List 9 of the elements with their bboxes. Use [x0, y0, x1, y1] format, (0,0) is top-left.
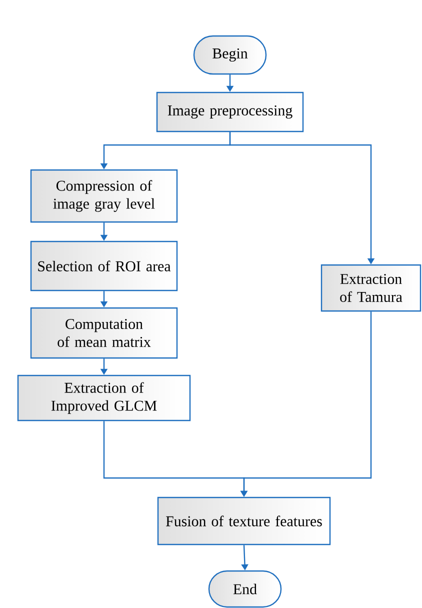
- process-box: Selection of ROI area: [30, 240, 178, 292]
- process-box: Extraction of Improved GLCM: [17, 374, 191, 422]
- terminal-oval: End: [208, 570, 282, 608]
- process-box: Extraction of Tamura: [320, 264, 422, 312]
- process-box: Compression of image gray level: [30, 169, 178, 223]
- process-box: Computation of mean matrix: [30, 307, 178, 359]
- terminal-oval: Begin: [193, 35, 267, 75]
- process-box: Image preprocessing: [156, 92, 304, 132]
- process-box: Fusion of texture features: [157, 496, 331, 546]
